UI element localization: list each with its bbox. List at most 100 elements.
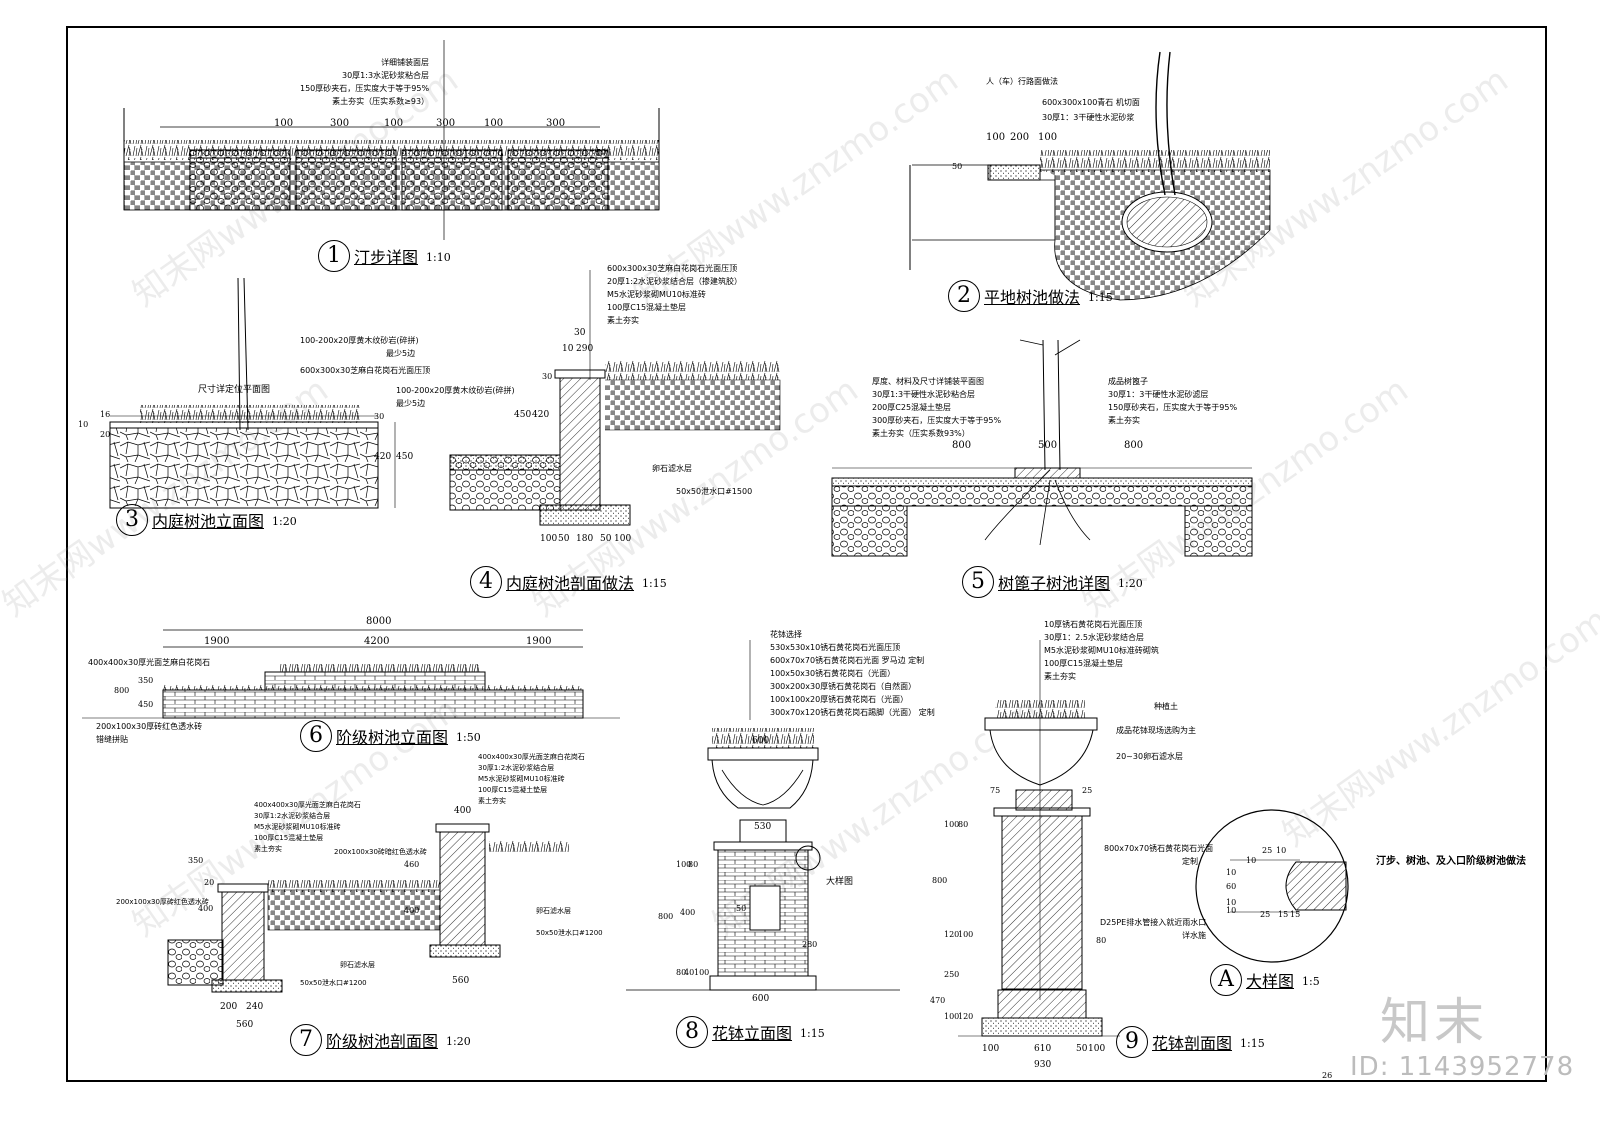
note-line: 详细铺装面层 [381, 58, 430, 67]
note-line: 300x200x30厚锈石黄花岗石（自然面） [770, 682, 917, 691]
note-line: 卵石滤水层 [340, 961, 375, 969]
note-line: 600x300x30芝麻白花岗石光面压顶 [607, 264, 738, 273]
note-d9-pot: 成品花钵现场选购为主 [1116, 724, 1196, 737]
note-line: D25PE排水管接入就近雨水口 [1100, 918, 1207, 927]
dim-d8: 80 [676, 968, 687, 977]
dim-dA: 15 [1290, 910, 1301, 919]
note-d9-soil: 种植土 [1154, 700, 1178, 713]
note-line: 50x50泄水口#1200 [300, 979, 367, 987]
dim-d1: 300 [436, 118, 456, 129]
dim-d2: 100 [1038, 132, 1058, 143]
note-line: 200x100x30厚砖红色透水砖 [116, 898, 209, 906]
detail-title-text: 平地树池做法 [984, 288, 1081, 307]
dim-d4: 420 [532, 410, 550, 420]
note-line: 30厚1:3水泥砂浆粘合层 [342, 71, 430, 80]
dim-d3: 10 [78, 420, 89, 429]
note-line: 素土夯实 [1044, 672, 1076, 681]
note-line: 素土夯实 [607, 316, 639, 325]
dim-d9: 75 [990, 786, 1001, 795]
dim-d1: 100 [384, 118, 404, 129]
dim-d9: 100 [958, 930, 974, 939]
detail-scale: 1:15 [642, 576, 667, 590]
dim-d7: 400 [454, 806, 472, 816]
drawing-frame [66, 26, 1547, 1082]
dim-d6: 1900 [526, 636, 552, 647]
note-line: 大样图 [826, 877, 854, 887]
dim-dA: 15 [1278, 910, 1289, 919]
detail-1-drawing [123, 40, 660, 240]
note-line: 定制 [1182, 857, 1198, 866]
dim-d9: 25 [1082, 786, 1093, 795]
note-d2: 人（车）行路面做法 600x300x100青石 机切面 30厚1：3干硬性水泥砂… [986, 75, 1140, 124]
detail-number: 5 [962, 566, 994, 598]
dim-d7: 560 [236, 1020, 254, 1030]
detail-number: 7 [290, 1024, 322, 1056]
detail-8-drawing [626, 640, 900, 991]
note-d9-gravel: 20~30卵石滤水层 [1116, 750, 1183, 763]
dim-d7: 560 [452, 976, 470, 986]
note-line: 30厚1：3干硬性水泥砂浆 [1042, 113, 1135, 122]
note-line: 100x50x30锈石黄花岗石（光面） [770, 669, 896, 678]
note-line: 素土夯实 [254, 845, 282, 853]
dim-d9: 80 [1096, 936, 1107, 945]
dim-d8: 530 [754, 822, 772, 832]
dim-d9: 100 [1088, 1044, 1106, 1054]
page-number: 26 [1322, 1071, 1333, 1080]
note-line: 600x300x100青石 机切面 [1042, 98, 1140, 107]
detail-scale: 1:20 [272, 514, 297, 528]
note-line: 成品树篦子 [1108, 377, 1148, 386]
dim-d1: 100 [484, 118, 504, 129]
note-d4-drain: 卵石滤水层 50x50泄水口#1500 [652, 462, 752, 498]
note-line: 300x70x120锈石黄花岗石踢脚（光面） 定制 [770, 708, 935, 717]
note-line: 素土夯实（压实系数93%） [872, 429, 970, 438]
note-d8: 花钵选择 530x530x10锈石黄花岗石光面压顶 600x70x70锈石黄花岗… [770, 628, 935, 719]
note-line: 花钵选择 [770, 630, 802, 639]
dim-d1: 50 [596, 148, 607, 157]
note-d4: 600x300x30芝麻白花岗石光面压顶 20厚1:2水泥砂浆结合层（掺建筑胶）… [607, 262, 742, 327]
dim-d6: 8000 [366, 616, 392, 627]
dim-d5: 800 [952, 440, 972, 451]
note-line: 100厚C15混凝土垫层 [607, 303, 687, 312]
note-d5-right: 成品树篦子 30厚1：3干硬性水泥砂滤层 150厚砂夹石，压实度大于等于95% … [1108, 375, 1237, 427]
dim-d9: 100 [982, 1044, 1000, 1054]
dim-d8: 40 [684, 968, 695, 977]
detail-5-drawing [831, 339, 1253, 557]
dim-d7: 200 [220, 1002, 238, 1012]
note-line: 100-200x20厚黄木纹砂岩(碎拼) [396, 386, 515, 395]
detail-scale: 1:15 [1240, 1036, 1265, 1050]
dim-d8: 400 [680, 908, 696, 917]
note-line: 30厚1:2水泥砂浆结合层 [254, 812, 331, 820]
note-line: 20~30卵石滤水层 [1116, 752, 1184, 761]
dim-d9: 250 [944, 970, 960, 979]
note-d7-left: 400x400x30厚光面芝麻白花岗石 30厚1:2水泥砂浆结合层 M5水泥砂浆… [254, 800, 361, 855]
dim-d8: 50 [736, 904, 747, 913]
dim-d6: 1900 [204, 636, 230, 647]
detail-number: A [1210, 964, 1242, 996]
note-line: 成品花钵现场选购为主 [1116, 726, 1196, 735]
dim-d3: 30 [374, 412, 385, 421]
note-line: 200厚C25混凝土垫层 [872, 403, 952, 412]
dim-d9: 50 [1076, 1044, 1088, 1054]
detail-title-text: 阶级树池剖面图 [326, 1032, 439, 1051]
dim-d4: 30 [542, 372, 553, 381]
note-line: M5水泥砂浆砌MU10标准砖 [478, 775, 565, 783]
detail-title-text: 阶级树池立面图 [336, 728, 449, 747]
dim-dA: 25 [1260, 910, 1271, 919]
note-d7-right-drain: 卵石滤水层 50x50泄水口#1200 [536, 900, 603, 944]
detail-scale: 1:5 [1302, 974, 1320, 988]
note-d6-b: 200x100x30厚砖红色透水砖 错缝拼贴 [96, 720, 202, 746]
dim-d7: 240 [246, 1002, 264, 1012]
dim-d8: 600 [752, 736, 770, 746]
dim-d4: 50 [600, 534, 612, 544]
detail-title-text: 内庭树池剖面做法 [506, 574, 635, 593]
note-line: 最少5边 [386, 349, 416, 358]
dim-d9: 800 [932, 876, 948, 885]
detail-title-text: 花钵立面图 [712, 1024, 793, 1043]
detail-3-drawing [109, 277, 396, 509]
